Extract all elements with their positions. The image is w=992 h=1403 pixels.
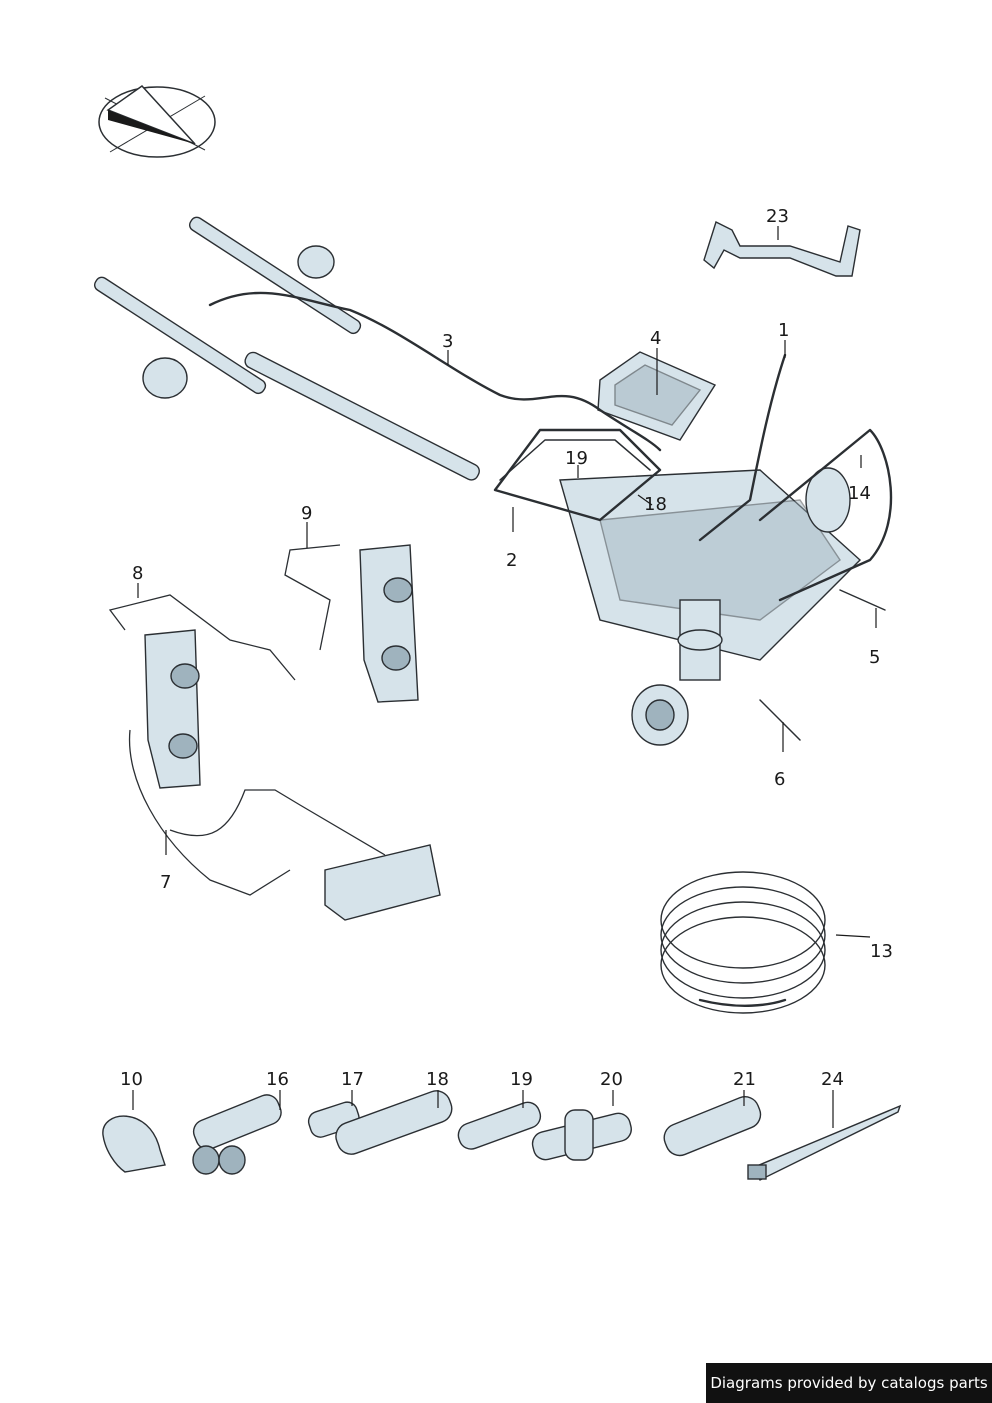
callout-21: 21 (733, 1069, 756, 1090)
chassis-illustration (93, 216, 893, 746)
callout-17: 17 (341, 1069, 364, 1090)
callout-19: 19 (510, 1069, 533, 1090)
callout-7: 7 (160, 872, 171, 893)
callout-6: 6 (774, 769, 785, 790)
callout-1: 1 (778, 320, 789, 341)
callout-24: 24 (821, 1069, 844, 1090)
callout-23: 23 (766, 206, 789, 227)
callout-18-pipe: 18 (644, 494, 667, 515)
callout-19-pipe: 19 (565, 448, 588, 469)
callout-16: 16 (266, 1069, 289, 1090)
callout-18: 18 (426, 1069, 449, 1090)
credit-text: Diagrams provided by catalogs parts (710, 1374, 988, 1392)
credit-banner: Diagrams provided by catalogs parts (706, 1363, 992, 1403)
small-parts-row (102, 1090, 902, 1181)
direction-arrow-icon (98, 85, 216, 158)
callout-9: 9 (301, 503, 312, 524)
callout-labels: 1 2 3 4 5 6 7 8 9 10 13 14 16 17 18 18 1… (120, 206, 893, 1090)
callout-8: 8 (132, 563, 143, 584)
callout-4: 4 (650, 328, 661, 349)
callout-5: 5 (869, 647, 880, 668)
front-lamp-assembly (128, 729, 441, 921)
callout-14: 14 (848, 483, 871, 504)
callout-3: 3 (442, 331, 453, 352)
pipe-coil (660, 871, 826, 1014)
callout-2: 2 (506, 550, 517, 571)
callout-13: 13 (870, 941, 893, 962)
rear-lamp-assembly (108, 544, 419, 789)
callout-10: 10 (120, 1069, 143, 1090)
callout-20: 20 (600, 1069, 623, 1090)
bracket-part (703, 221, 861, 277)
leader-lines (132, 226, 877, 1128)
